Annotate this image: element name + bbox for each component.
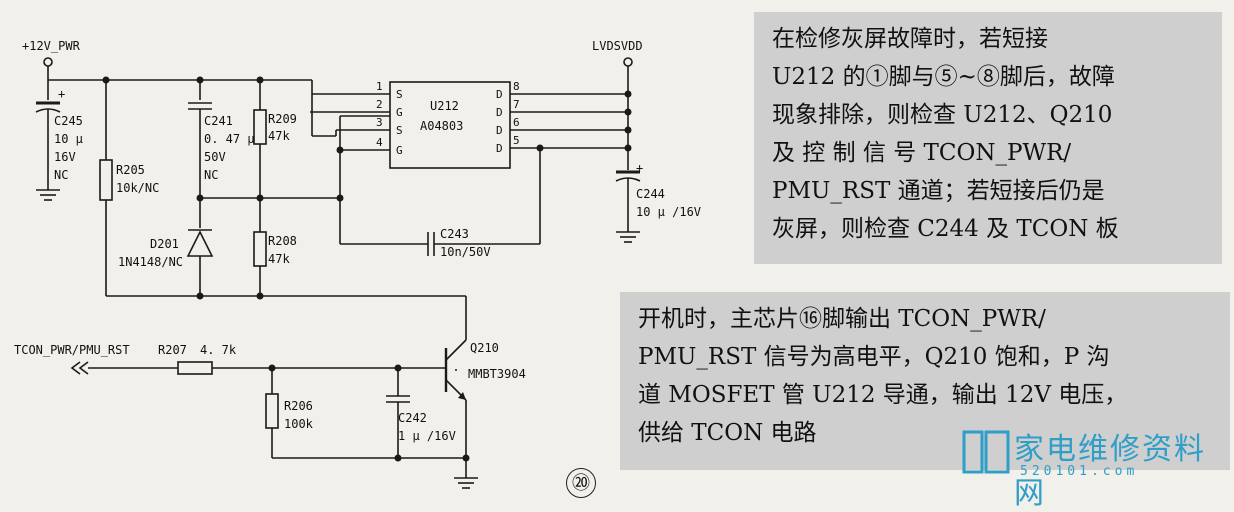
q210-part: MMBT3904 — [468, 367, 526, 381]
u212-left-pins: 1 S 2 G 3 S 4 G — [310, 80, 403, 157]
r205-ref: R205 — [116, 163, 145, 177]
svg-text:5: 5 — [513, 134, 520, 147]
r206-resistor — [265, 393, 279, 429]
power-on-note: 开机时，主芯片⑯脚输出 TCON_PWR/ PMU_RST 信号为高电平，Q21… — [620, 292, 1230, 470]
svg-text:D: D — [496, 88, 503, 101]
r209-resistor — [253, 109, 267, 145]
terminal-12v — [43, 57, 53, 67]
r205-value: 10k/NC — [116, 181, 159, 195]
page-number: ⑳ — [566, 468, 596, 498]
svg-text:D: D — [496, 106, 503, 119]
r208-resistor — [253, 231, 267, 267]
c241-voltage: 50V — [204, 150, 226, 164]
terminal-lvds — [623, 57, 633, 67]
ground-symbol — [454, 477, 478, 489]
u212-part: A04803 — [420, 119, 463, 133]
r207-resistor — [177, 361, 213, 375]
r206-value: 100k — [284, 417, 314, 431]
note-line: 现象排除，则检查 U212、Q210 — [772, 102, 1113, 128]
svg-text:D: D — [496, 142, 503, 155]
svg-text:+: + — [58, 87, 65, 101]
c243-ref: C243 — [440, 227, 469, 241]
d201-value: 1N4148/NC — [118, 255, 183, 269]
u212-chip — [389, 81, 511, 169]
net-label-tcon: TCON_PWR/PMU_RST — [14, 343, 130, 357]
r205-resistor — [99, 159, 113, 201]
r208-value: 47k — [268, 252, 290, 266]
svg-text:6: 6 — [513, 116, 520, 129]
svg-text:D: D — [496, 124, 503, 137]
svg-text:S: S — [396, 88, 403, 101]
svg-text:G: G — [396, 144, 403, 157]
ground-symbol — [616, 231, 640, 243]
r209-value: 47k — [268, 129, 290, 143]
svg-text:7: 7 — [513, 98, 520, 111]
c244-value: 10 μ /16V — [636, 205, 701, 219]
svg-text:+: + — [636, 161, 643, 175]
d201-diode — [186, 230, 214, 257]
r207-ref: R207 — [158, 343, 187, 357]
svg-text:G: G — [396, 106, 403, 119]
note-line: 道 MOSFET 管 U212 导通，输出 12V 电压， — [638, 382, 1128, 408]
c241-value: 0. 47 μ — [204, 132, 255, 146]
note-line: 供给 TCON 电路 — [638, 420, 817, 446]
watermark-logo-icon — [962, 430, 1010, 474]
watermark-url: 520101.com — [1020, 464, 1139, 479]
r209-ref: R209 — [268, 112, 297, 126]
svg-text:4: 4 — [376, 136, 383, 149]
net-label-lvds: LVDSVDD — [592, 39, 643, 53]
u212-right-pins: 8 D 7 D 6 D 5 D — [496, 80, 628, 155]
u212-ref: U212 — [430, 99, 459, 113]
c242-ref: C242 — [398, 411, 427, 425]
d201-ref: D201 — [150, 237, 179, 251]
q210-ref: Q210 — [470, 341, 499, 355]
c245-value: 10 μ — [54, 132, 83, 146]
svg-text:S: S — [396, 124, 403, 137]
note-line: 及 控 制 信 号 TCON_PWR/ — [772, 140, 1072, 166]
note-line: 在检修灰屏故障时，若短接 — [772, 26, 1048, 52]
svg-text:8: 8 — [513, 80, 520, 93]
watermark: 家电维修资料网 520101.com — [956, 422, 1226, 511]
note-line: 灰屏，则检查 C244 及 TCON 板 — [772, 216, 1119, 242]
c241-note: NC — [204, 168, 218, 182]
note-line: U212 的①脚与⑤~⑧脚后，故障 — [772, 64, 1115, 90]
circuit-schematic: +12V_PWR + C245 10 μ 16V NC R205 10k/NC … — [14, 39, 701, 489]
svg-text:2: 2 — [376, 98, 383, 111]
r207-value: 4. 7k — [200, 343, 237, 357]
svg-text:1: 1 — [376, 80, 383, 93]
note-line: PMU_RST 通道；若短接后仍是 — [772, 178, 1105, 204]
watermark-text: 家电维修资料网 — [1014, 432, 1206, 511]
c243-value: 10n/50V — [440, 245, 491, 259]
c245-ref: C245 — [54, 114, 83, 128]
r208-ref: R208 — [268, 234, 297, 248]
note-line: 开机时，主芯片⑯脚输出 TCON_PWR/ — [638, 306, 1046, 332]
c245-voltage: 16V — [54, 150, 76, 164]
note-line: PMU_RST 信号为高电平，Q210 饱和，P 沟 — [638, 344, 1110, 370]
c242-value: 1 μ /16V — [398, 429, 456, 443]
c241-ref: C241 — [204, 114, 233, 128]
ground-symbol — [36, 189, 60, 201]
r206-ref: R206 — [284, 399, 313, 413]
signal-input-arrow — [70, 361, 89, 375]
repair-note-gray-screen: 在检修灰屏故障时，若短接 U212 的①脚与⑤~⑧脚后，故障 现象排除，则检查 … — [754, 12, 1222, 264]
c245-note: NC — [54, 168, 68, 182]
net-label-12v: +12V_PWR — [22, 39, 81, 53]
svg-text:3: 3 — [376, 116, 383, 129]
c244-ref: C244 — [636, 187, 665, 201]
